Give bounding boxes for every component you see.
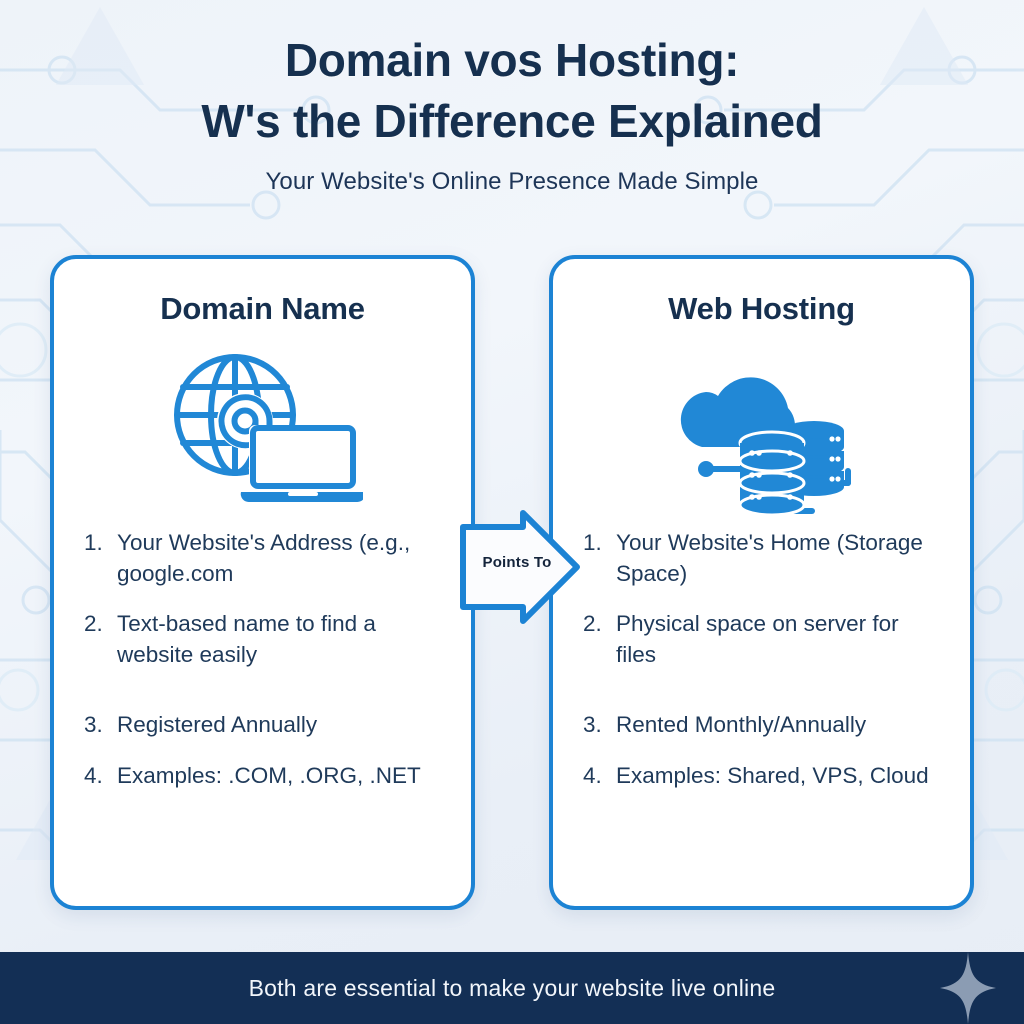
card-web-hosting: Web Hosting	[549, 255, 974, 910]
title-line-2: W's the Difference Explained	[201, 94, 823, 147]
list-item: 1. Your Website's Address (e.g., google.…	[84, 528, 445, 589]
list-item-text: Rented Monthly/Annually	[616, 712, 867, 738]
list-item-text: Your Website's Address (e.g., google.com	[117, 530, 411, 586]
card-title-web-hosting: Web Hosting	[668, 291, 855, 326]
sparkle-star-icon	[940, 952, 996, 1024]
list-item: 4. Examples: Shared, VPS, Cloud	[583, 761, 944, 792]
card-domain-name: Domain Name	[50, 255, 475, 910]
list-item-text: Your Website's Home (Storage Space)	[616, 530, 923, 586]
list-item-text: Examples: Shared, VPS, Cloud	[616, 762, 929, 788]
card-title-domain-name: Domain Name	[160, 291, 365, 326]
list-item: 2. Physical space on server for files	[583, 609, 944, 670]
list-item: 3. Rented Monthly/Annually	[583, 710, 944, 741]
points-to-arrow-icon	[460, 510, 580, 624]
list-item: 4. Examples: .COM, .ORG, .NET	[84, 761, 445, 792]
title-line-1: Domain vos Hosting:	[284, 34, 740, 86]
list-item-text: Registered Annually	[117, 712, 318, 738]
list-item-number: 2.	[583, 611, 602, 637]
list-item-number: 4.	[84, 762, 103, 788]
page-subtitle: Your Website's Online Presence Made Simp…	[265, 168, 759, 196]
list-domain-name: 1. Your Website's Address (e.g., google.…	[54, 528, 471, 792]
list-item-number: 2.	[84, 611, 103, 637]
footer-bar: Both are essential to make your website …	[0, 952, 1024, 1024]
footer-text: Both are essential to make your website …	[248, 974, 776, 1001]
list-item-number: 1.	[583, 530, 602, 555]
list-item-number: 1.	[84, 530, 103, 555]
cloud-server-icon	[680, 377, 851, 514]
list-item: 1. Your Website's Home (Storage Space)	[583, 528, 944, 589]
list-item-number: 3.	[583, 712, 602, 738]
list-item-text: Examples: .COM, .ORG, .NET	[117, 762, 421, 788]
list-item-text: Physical space on server for files	[616, 611, 899, 667]
list-item-text: Text-based name to find a website easily	[117, 611, 376, 667]
list-item-number: 3.	[84, 712, 103, 738]
list-web-hosting: 1. Your Website's Home (Storage Space) 2…	[553, 528, 970, 792]
list-item: 2. Text-based name to find a website eas…	[84, 609, 445, 670]
page-title: Domain vos Hosting: W's the Difference E…	[0, 30, 1024, 151]
header: Domain vos Hosting: W's the Difference E…	[0, 30, 1024, 196]
list-item: 3. Registered Annually	[84, 710, 445, 741]
list-item-number: 4.	[583, 762, 602, 788]
globe-at-laptop-icon	[173, 354, 363, 503]
